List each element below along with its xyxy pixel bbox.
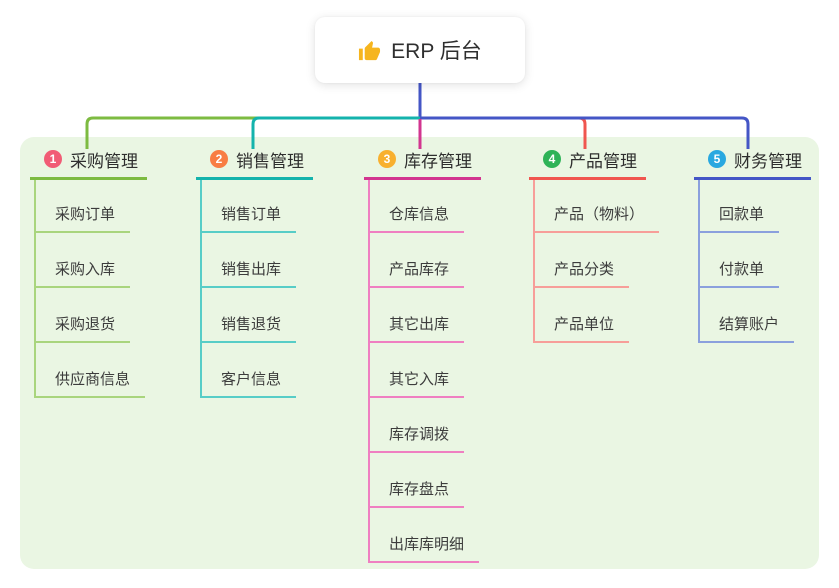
branch2-child-1[interactable]: 销售订单 [200, 205, 297, 233]
branch2-child-3[interactable]: 销售退货 [200, 315, 297, 343]
branch5-child-1[interactable]: 回款单 [698, 205, 780, 233]
branch1-child-3[interactable]: 采购退货 [34, 315, 131, 343]
badge-1-icon: 1 [44, 150, 62, 168]
branch4-child-3[interactable]: 产品单位 [533, 315, 630, 343]
branch-node-sales[interactable]: 2 销售管理 [196, 147, 313, 180]
branch2-connector-line [251, 116, 420, 149]
branch3-child-4[interactable]: 其它入库 [368, 370, 465, 398]
branch2-child-4[interactable]: 客户信息 [200, 370, 297, 398]
branch3-child-6[interactable]: 库存盘点 [368, 480, 465, 508]
branch1-rail [34, 178, 36, 398]
branch1-connector-line [85, 116, 420, 149]
root-node[interactable]: ERP 后台 [315, 17, 525, 83]
branch-node-inventory[interactable]: 3 库存管理 [364, 147, 481, 180]
branch4-child-1[interactable]: 产品（物料） [533, 205, 660, 233]
branch1-child-2[interactable]: 采购入库 [34, 260, 131, 288]
branch-title: 采购管理 [70, 151, 138, 171]
root-title: ERP 后台 [391, 40, 482, 63]
branch5-connector-line [420, 116, 750, 149]
branch-node-purchase[interactable]: 1 采购管理 [30, 147, 147, 180]
branch3-child-7[interactable]: 出库库明细 [368, 535, 480, 563]
badge-2-icon: 2 [210, 150, 228, 168]
thumbs-up-icon [359, 40, 381, 60]
branch5-child-2[interactable]: 付款单 [698, 260, 780, 288]
branch-title: 销售管理 [236, 151, 304, 171]
branch-title: 库存管理 [404, 151, 472, 171]
branch3-child-1[interactable]: 仓库信息 [368, 205, 465, 233]
branch2-rail [200, 178, 202, 398]
branch4-connector-line [420, 116, 587, 149]
branch3-child-5[interactable]: 库存调拨 [368, 425, 465, 453]
branch4-child-2[interactable]: 产品分类 [533, 260, 630, 288]
branch5-rail [698, 178, 700, 343]
branch1-child-4[interactable]: 供应商信息 [34, 370, 146, 398]
badge-3-icon: 3 [378, 150, 396, 168]
branch4-rail [533, 178, 535, 343]
branch3-child-3[interactable]: 其它出库 [368, 315, 465, 343]
badge-5-icon: 5 [708, 150, 726, 168]
branch3-child-2[interactable]: 产品库存 [368, 260, 465, 288]
branch-title: 产品管理 [569, 151, 637, 171]
branch5-child-3[interactable]: 结算账户 [698, 315, 795, 343]
badge-4-icon: 4 [543, 150, 561, 168]
branch-node-product[interactable]: 4 产品管理 [529, 147, 646, 180]
branch3-rail [368, 178, 370, 563]
branches-panel [20, 137, 819, 569]
branch-node-finance[interactable]: 5 财务管理 [694, 147, 811, 180]
branch2-child-2[interactable]: 销售出库 [200, 260, 297, 288]
branch-title: 财务管理 [734, 151, 802, 171]
branch1-child-1[interactable]: 采购订单 [34, 205, 131, 233]
